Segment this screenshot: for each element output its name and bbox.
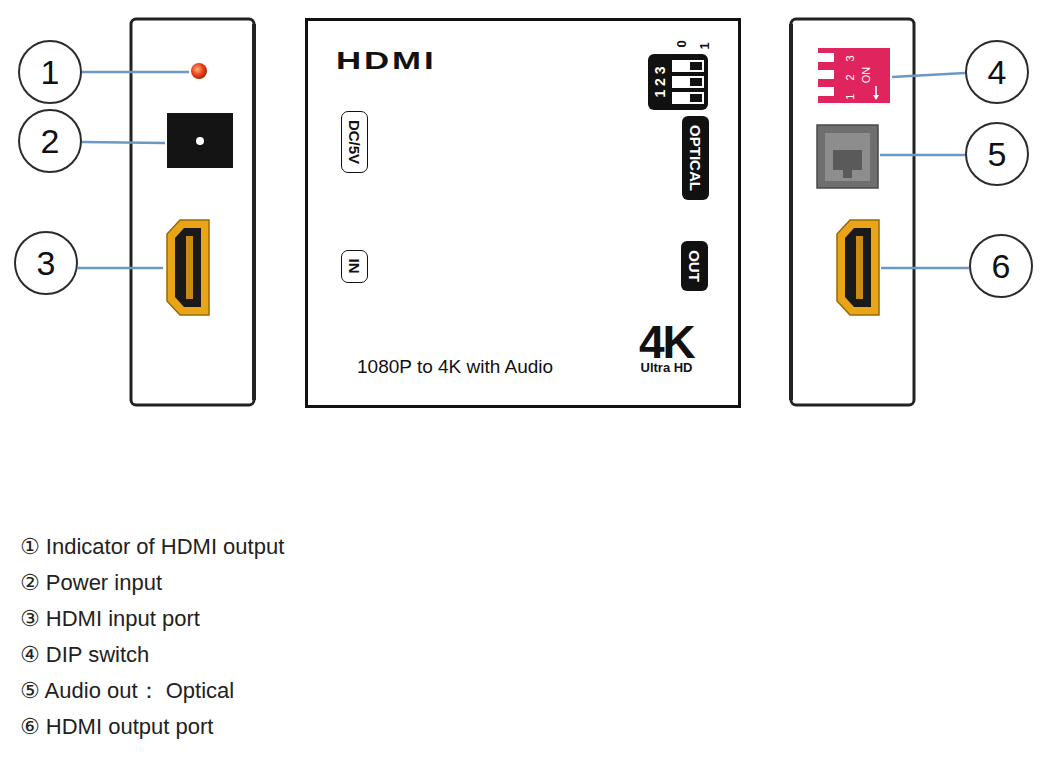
led [191,63,207,79]
callout-number: 4 [988,55,1007,89]
4k-logo: 4K [639,319,694,365]
port-label-box: OUT [681,241,708,291]
dip-switch-legend: 1 2 301 [648,54,708,110]
callout-number: 5 [988,137,1007,171]
port-label: IN [347,259,362,274]
hdmi-output-port [837,220,879,315]
dip-switch: 1 2 3 ON [818,48,890,103]
callout-circle: 4 [965,40,1029,104]
dc-jack-pin [196,137,204,145]
hdmi-logo: HDMI [336,49,437,73]
callout-number: 2 [41,124,60,158]
legend-item: ② Power input [20,569,162,597]
hdmi-input-port [167,220,209,315]
port-label-box: IN [341,250,368,283]
legend-item: ④ DIP switch [20,641,149,669]
callout-circle: 1 [18,40,82,104]
callout-number: 6 [992,249,1011,283]
panel-edge [252,24,256,400]
legend-item: ⑥ HDMI output port [20,713,213,741]
product-caption: 1080P to 4K with Audio [357,357,553,376]
port-label-box: DC/5V [341,111,368,173]
callout-number: 1 [41,55,60,89]
switch-position: 1 [698,42,711,49]
callout-circle: 2 [18,109,82,173]
switch-numbers: 1 2 3 [845,50,856,99]
port-label: DC/5V [347,120,362,164]
dc-jack [167,113,233,168]
callout-circle: 6 [969,234,1033,298]
callout-number: 3 [37,246,56,280]
legend-item: ③ HDMI input port [20,605,200,633]
switch-position: 0 [675,40,688,47]
port-label-box: OPTICAL [682,116,709,200]
port-label: OPTICAL [688,125,703,191]
optical-port [817,125,878,188]
legend-item: ① Indicator of HDMI output [20,533,284,561]
ultra-hd-logo: Ultra HD [641,361,693,374]
front-panel: HDMI 1080P to 4K with Audio 4KUltra HD DC/5… [305,18,741,408]
port-label: OUT [687,250,702,282]
callout-circle: 3 [14,231,78,295]
panel-edge [789,24,793,400]
switch-on-label: ON [861,67,872,84]
legend-item: ⑤ Audio out： Optical [20,677,234,705]
callout-circle: 5 [965,122,1029,186]
left-panel [131,19,254,405]
switch-numbers: 1 2 3 [653,66,667,97]
